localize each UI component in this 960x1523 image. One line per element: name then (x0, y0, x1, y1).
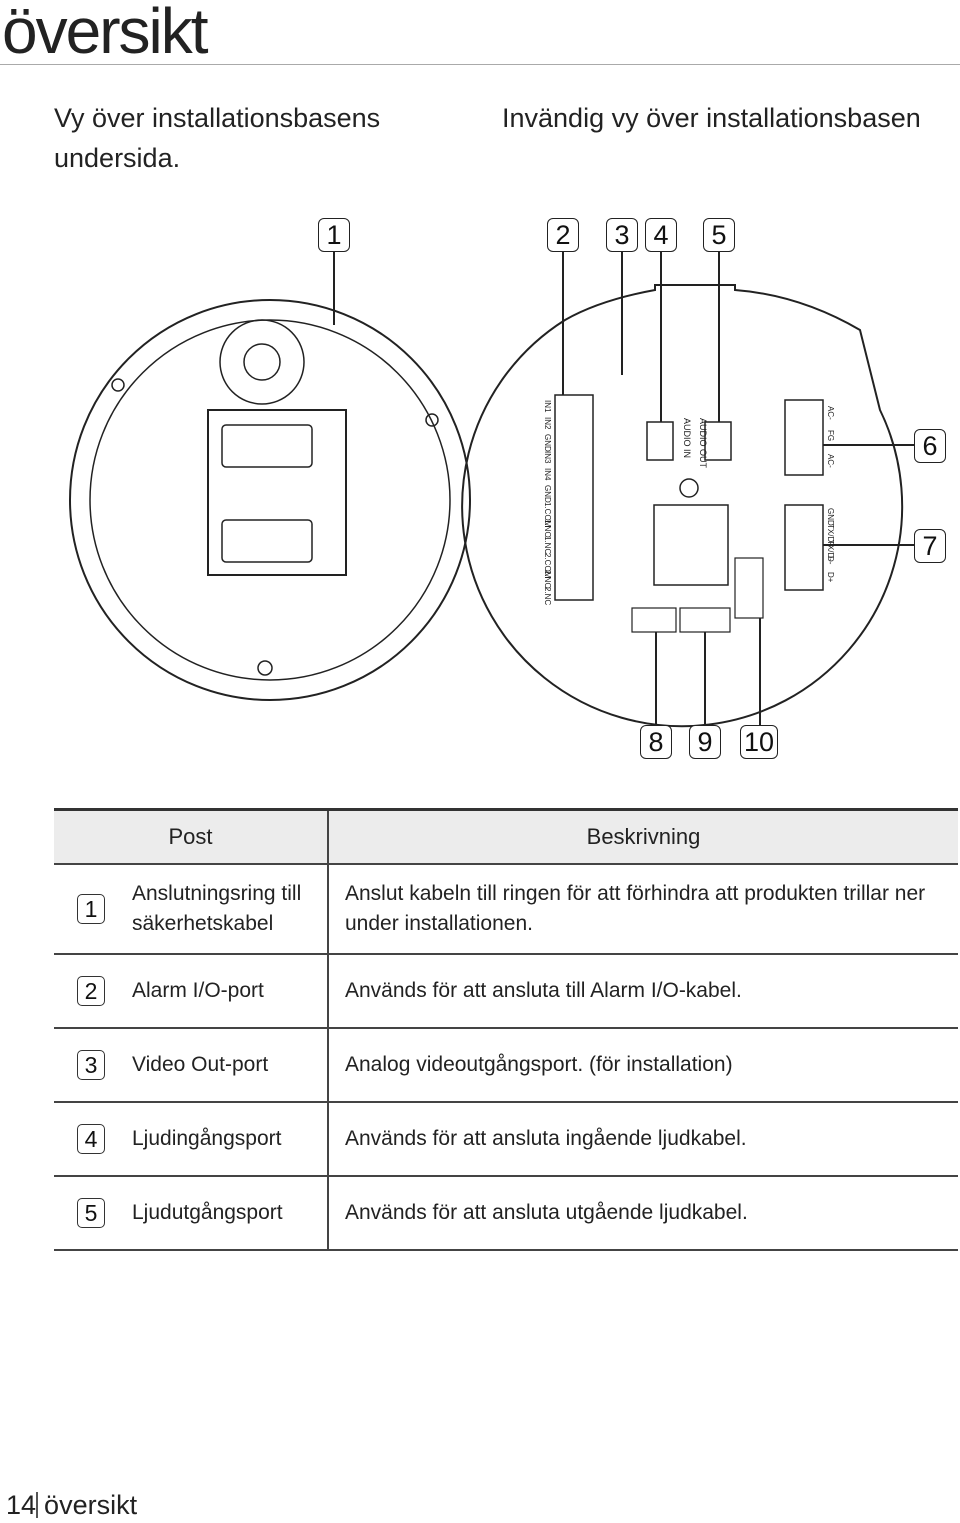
row-number-badge: 4 (77, 1124, 105, 1154)
rs485-pin-label: TX/D- (826, 540, 835, 561)
power-pin-label: AC- (826, 406, 835, 420)
row-item: Anslutningsring till säkerhetskabel (128, 864, 328, 955)
row-description: Används för att ansluta utgående ljudkab… (327, 1176, 958, 1251)
table-header-row: Post Beskrivning (54, 808, 958, 865)
audio-in-label: AUDIO IN (682, 418, 692, 458)
row-item: Alarm I/O-port (128, 954, 328, 1029)
table-row: 4 Ljudingångsport Används för att anslut… (54, 1102, 958, 1177)
power-terminal-block (784, 399, 824, 476)
alarm-pin-label: 1.NO (543, 519, 552, 538)
table-row: 5 Ljudutgångsport Används för att anslut… (54, 1176, 958, 1251)
page-title: översikt (2, 0, 208, 67)
callout-7: 7 (914, 529, 946, 563)
connector-10 (734, 557, 764, 619)
power-pin-label: AC- (826, 454, 835, 468)
alarm-pin-label: 1.NC (543, 536, 552, 554)
callout-2: 2 (547, 218, 579, 252)
rs485-pin-label: GND (826, 508, 835, 526)
rs485-pin-label: D+ (826, 572, 835, 583)
description-table: Post Beskrivning 1 Anslutningsring till … (54, 808, 958, 1251)
footer-section: översikt (44, 1490, 138, 1520)
footer-separator (36, 1492, 39, 1518)
row-number-badge: 3 (77, 1050, 105, 1080)
header-item: Post (54, 808, 328, 865)
ethernet-port (653, 504, 729, 586)
callout-10: 10 (740, 725, 778, 759)
table-row: 2 Alarm I/O-port Används för att ansluta… (54, 954, 958, 1029)
diagram-svg: AUDIO OUT AUDIO IN IN1IN2GNDIN3IN4GND1.C… (69, 250, 915, 728)
inside-view-outline (461, 284, 904, 728)
rs485-pin-label: D- (826, 556, 835, 565)
row-number-badge: 2 (77, 976, 105, 1006)
rs485-terminal-block (784, 504, 824, 591)
row-description: Analog videoutgångsport. (för installati… (327, 1028, 958, 1103)
rs485-pin-label: TX/D+ (826, 524, 835, 547)
row-number-badge: 1 (77, 894, 105, 924)
row-description: Används för att ansluta till Alarm I/O-k… (327, 954, 958, 1029)
table-row: 1 Anslutningsring till säkerhetskabel An… (54, 864, 958, 955)
alarm-pin-label: 2.NC (543, 587, 552, 605)
caption-bottom-view: Vy över installationsbasens undersida. (54, 103, 381, 173)
alarm-pin-label: IN4 (543, 468, 552, 481)
connector-8 (631, 607, 677, 633)
callout-8: 8 (640, 725, 672, 759)
header-description: Beskrivning (327, 808, 958, 865)
callout-9: 9 (689, 725, 721, 759)
row-number-badge: 5 (77, 1198, 105, 1228)
bottom-view-screw (257, 660, 273, 676)
audio-out-label: AUDIO OUT (698, 418, 708, 469)
bottom-view-vent (219, 319, 305, 405)
alarm-pin-label: GND (543, 434, 552, 452)
row-description: Används för att ansluta ingående ljudkab… (327, 1102, 958, 1177)
power-pin-label: FG (826, 430, 835, 441)
alarm-pin-label: 1.COM (543, 502, 552, 528)
connector-9 (679, 607, 731, 633)
bottom-view-connector-upper (221, 424, 313, 468)
page-number: 14 (6, 1490, 37, 1520)
alarm-pin-label: IN1 (543, 400, 552, 413)
callout-6: 6 (914, 429, 946, 463)
bottom-view-connector-plate (207, 409, 347, 576)
row-item: Ljudingångsport (128, 1102, 328, 1177)
table-row: 3 Video Out-port Analog videoutgångsport… (54, 1028, 958, 1103)
audio-in-jack (646, 421, 674, 461)
alarm-pin-label: GND (543, 485, 552, 503)
header-rule (0, 64, 960, 65)
callout-5: 5 (703, 218, 735, 252)
alarm-pin-label: 2.COM (543, 553, 552, 579)
callout-4: 4 (645, 218, 677, 252)
alarm-pin-label: 2.NO (543, 570, 552, 589)
alarm-pin-label: IN3 (543, 451, 552, 464)
callout-3: 3 (606, 218, 638, 252)
bottom-view-connector-lower (221, 519, 313, 563)
callout-1: 1 (318, 218, 350, 252)
row-description: Anslut kabeln till ringen för att förhin… (327, 864, 958, 955)
caption-inside-view: Invändig vy över installationsbasen (502, 103, 921, 133)
bottom-view-outer-ring (69, 299, 471, 701)
row-item: Ljudutgångsport (128, 1176, 328, 1251)
alarm-pin-label: IN2 (543, 417, 552, 430)
alarm-terminal-block (554, 394, 594, 601)
bottom-view-inner-ring (89, 319, 451, 681)
row-item: Video Out-port (128, 1028, 328, 1103)
